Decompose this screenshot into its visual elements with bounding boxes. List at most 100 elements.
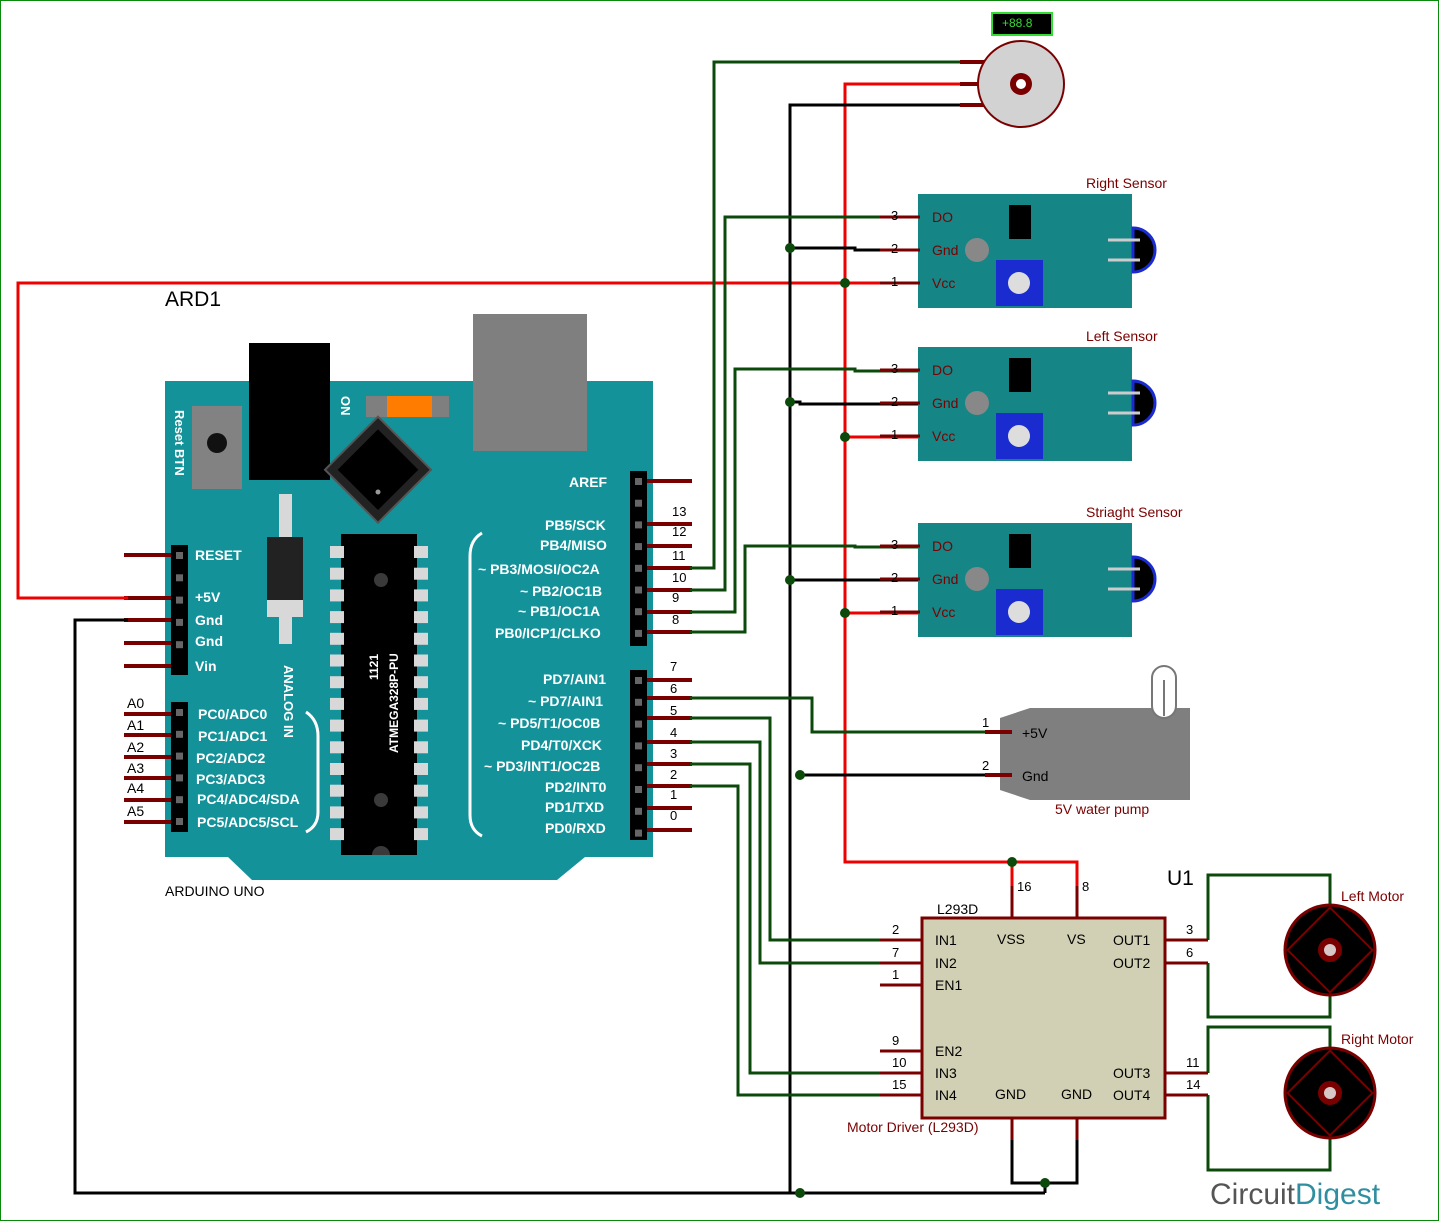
digital-pin-label: PD1/TXD [545,799,605,815]
digital-pin-label: ~ PD3/INT1/OC2B [484,758,601,774]
driver-pin-label: GND [995,1086,1027,1102]
ir-sensor-module [880,523,1157,637]
digital-pin-label: PD0/RXD [545,820,606,836]
right-motor-label: Right Motor [1341,1031,1414,1047]
sensor-pin-number: 2 [891,394,899,409]
analog-pin-number: A4 [127,780,145,796]
driver-pin-number: 6 [1186,945,1194,960]
digital-pin-label: ~ PD7/AIN1 [528,693,604,709]
driver-pin-number: 1 [892,967,900,982]
buzzer [960,12,1065,128]
aref-label: AREF [569,474,608,490]
pump-title: 5V water pump [1055,801,1150,817]
sensor-pin-label: Gnd [932,571,959,587]
digital-pin-number: 3 [670,746,678,761]
on-led [387,396,432,417]
l293d-driver [880,886,1208,1140]
power-pin-label: +5V [195,589,221,605]
driver-pin-number: 15 [892,1077,907,1092]
digital-header-high [630,471,647,646]
digital-pin-label: PD2/INT0 [545,779,607,795]
driver-pin-number: 2 [892,922,900,937]
water-pump [985,665,1190,800]
sensor-pin-label: Gnd [932,395,959,411]
driver-pin-number: 11 [1186,1055,1200,1070]
driver-pin-label: IN1 [935,932,957,948]
digital-pin-label: ~ PB1/OC1A [518,603,601,619]
power-pin-label: Vin [195,658,217,674]
driver-pin-number: 7 [892,945,900,960]
digital-pin-label: ~ PD5/T1/OC0B [498,715,601,731]
sensor-pin-label: DO [932,362,953,378]
sensor-pin-label: Vcc [932,428,956,444]
digital-pin-number: 4 [670,725,678,740]
driver-pin-label: VS [1067,931,1086,947]
analog-pin-number: A3 [127,760,145,776]
driver-part: L293D [937,901,979,917]
right-motor-symbol [1283,1046,1377,1140]
digital-pin-label: ~ PB3/MOSI/OC2A [478,561,600,577]
driver-pin-number: 14 [1186,1077,1201,1092]
analog-pin-number: A0 [127,695,145,711]
sensor-pin-number: 3 [891,361,899,376]
mcu-code: 1121 [367,653,381,680]
analog-pin-label: PC4/ADC4/SDA [197,791,300,807]
driver-pin-label: EN2 [935,1043,963,1059]
sensor-pin-number: 1 [891,603,899,618]
mcu-name: ATMEGA328P-PU [387,653,401,753]
digital-pin-number: 2 [670,767,678,782]
digital-header-low [630,670,647,840]
digital-pin-number: 9 [672,590,680,605]
pump-pin-5v: +5V [1022,725,1048,741]
driver-pin-label: IN2 [935,955,957,971]
arduino-name: ARDUINO UNO [165,883,265,899]
analog-pin-label: PC3/ADC3 [196,771,266,787]
driver-pin-label: OUT1 [1113,932,1151,948]
driver-pin-label: OUT4 [1113,1087,1151,1103]
on-label: ON [338,396,353,416]
power-header [171,545,188,675]
power-pin-label: RESET [195,547,242,563]
driver-pin-number: 9 [892,1033,900,1048]
driver-pin-number: 8 [1082,879,1090,894]
diode-body [267,537,303,603]
sensor-pin-number: 1 [891,274,899,289]
digital-pin-number: 11 [672,548,686,563]
buzzer-display: +88.8 [1002,16,1033,30]
analog-pin-number: A5 [127,803,145,819]
sensor-pin-number: 3 [891,208,899,223]
driver-pin-label: GND [1061,1086,1093,1102]
driver-ref: U1 [1167,867,1194,890]
analog-pin-label: PC2/ADC2 [196,750,266,766]
ir-sensor-module [880,347,1157,461]
reset-btn-label: Reset BTN [172,410,187,476]
ir-sensor-module [880,194,1157,308]
arduino-board [165,314,653,880]
pump-num-2: 2 [982,758,990,773]
digital-pin-label: PB4/MISO [540,537,607,553]
analog-pin-label: PC5/ADC5/SCL [197,814,299,830]
driver-pin-label: VSS [997,931,1026,947]
driver-pin-label: IN4 [935,1087,957,1103]
sensor-title: Striaght Sensor [1086,504,1183,520]
sensor-pin-number: 2 [891,570,899,585]
arduino-ref: ARD1 [165,288,222,311]
driver-pin-label: OUT3 [1113,1065,1151,1081]
digital-pin-number: 1 [670,787,678,802]
sensor-pin-number: 1 [891,427,899,442]
pump-pin-gnd: Gnd [1022,768,1049,784]
sensor-pin-number: 2 [891,241,899,256]
junctions [785,243,1050,1198]
sensor-pin-label: Vcc [932,275,956,291]
driver-pin-label: IN3 [935,1065,957,1081]
reset-button-knob [207,433,227,453]
analog-pin-number: A1 [127,717,145,733]
analog-pin-label: PC1/ADC1 [198,728,268,744]
sensor-pin-label: DO [932,209,953,225]
driver-pin-label: EN1 [935,977,963,993]
digital-pin-label: PB0/ICP1/CLKO [495,625,601,641]
power-pin-label: Gnd [195,633,223,649]
power-pin-label: Gnd [195,612,223,628]
analog-header [171,702,188,832]
digital-pin-number: 7 [670,659,678,674]
